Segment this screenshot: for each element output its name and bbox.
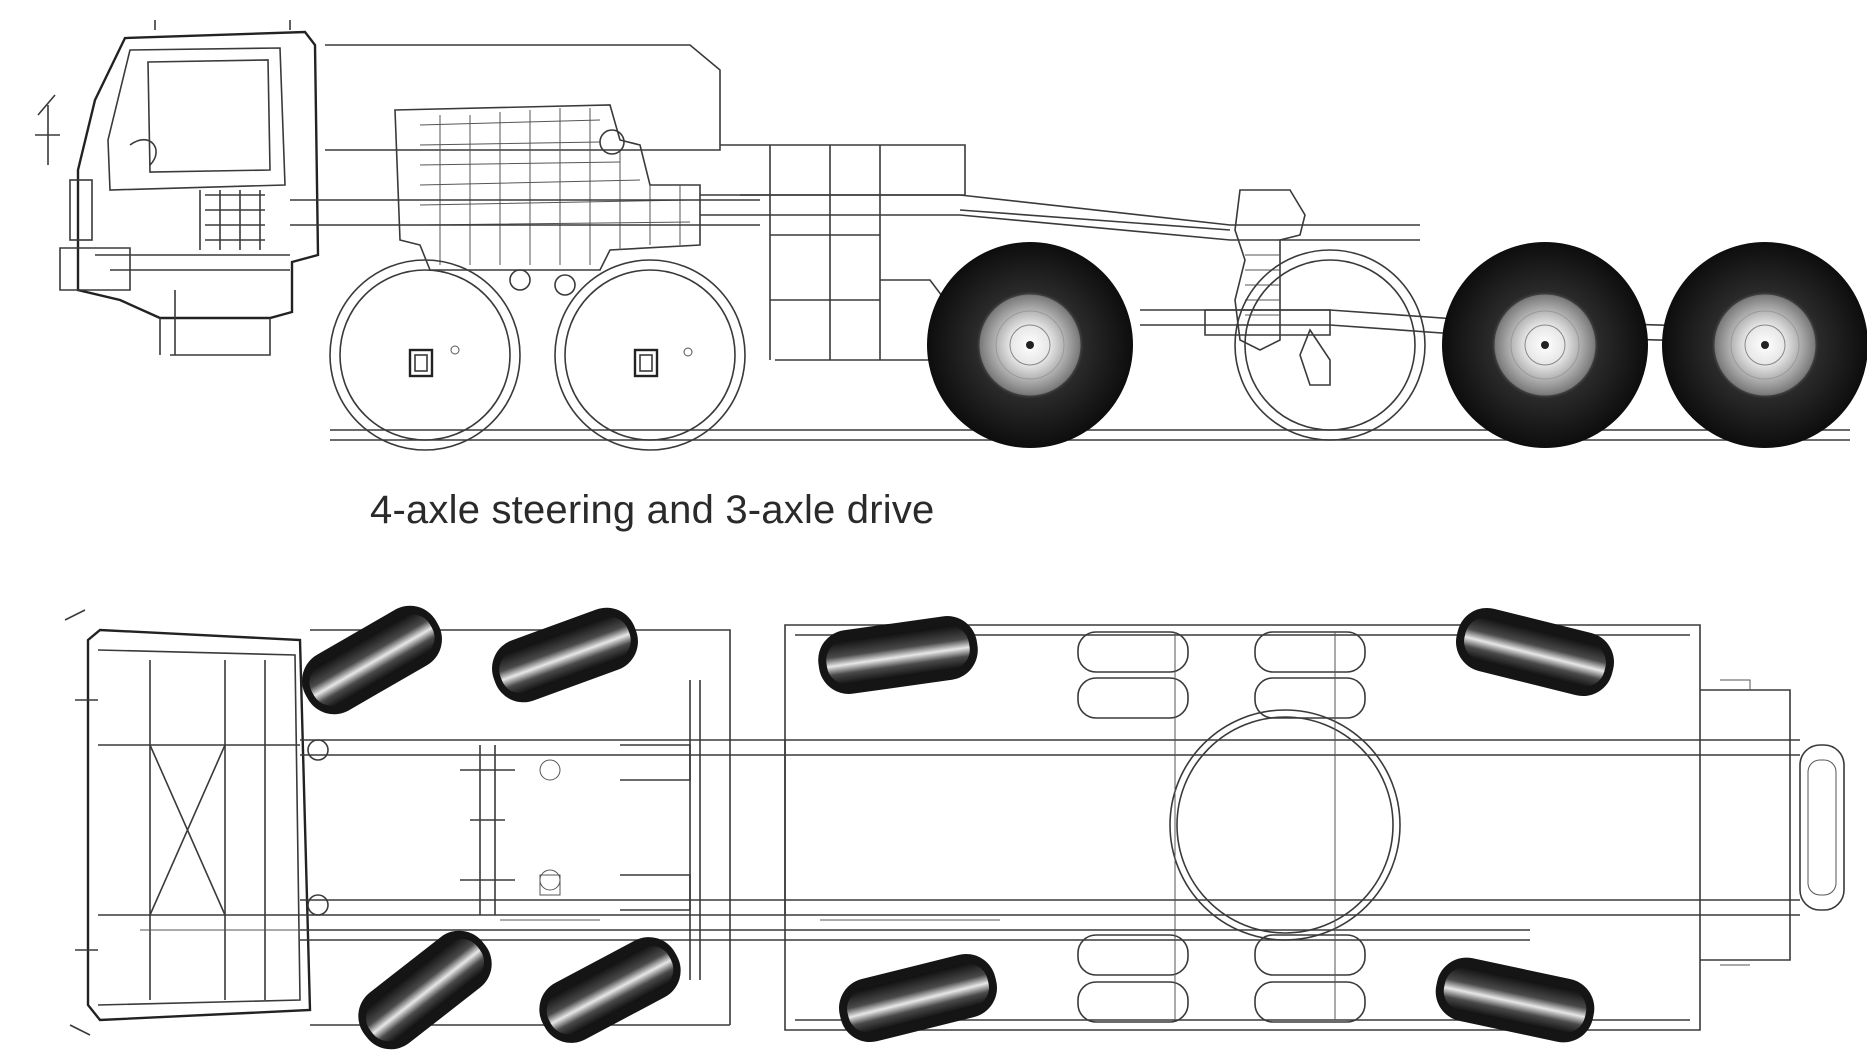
top-detail-lines xyxy=(140,679,1751,966)
top-tire-left-4 xyxy=(1456,607,1614,697)
side-transfer-case xyxy=(1204,189,1331,386)
side-engine xyxy=(394,104,701,296)
top-suspension-pads xyxy=(1077,631,1366,1023)
top-center-circle xyxy=(1169,709,1401,941)
side-wheel-outline-2 xyxy=(554,259,746,451)
top-tire-left-3 xyxy=(818,616,978,694)
side-tire-1 xyxy=(927,242,1133,448)
side-tire-2 xyxy=(1442,242,1648,448)
top-tire-right-4 xyxy=(1435,957,1595,1043)
top-tire-front-left-1 xyxy=(302,605,442,715)
top-tire-front-left-2 xyxy=(492,607,638,703)
side-tire-3 xyxy=(1662,242,1867,448)
side-body xyxy=(325,44,966,361)
top-tire-right-3 xyxy=(839,953,997,1043)
side-wheel-outline-1 xyxy=(329,259,521,451)
side-wheel-outline-3 xyxy=(1234,249,1426,441)
top-tire-front-right-1 xyxy=(358,930,492,1050)
top-rear-spare xyxy=(1799,744,1845,911)
diagram-caption: 4-axle steering and 3-axle drive xyxy=(370,488,935,532)
side-view xyxy=(35,20,1867,451)
side-cab xyxy=(35,20,320,356)
top-view xyxy=(64,605,1845,1050)
top-tire-front-right-2 xyxy=(539,937,681,1043)
top-cab xyxy=(64,609,312,1036)
